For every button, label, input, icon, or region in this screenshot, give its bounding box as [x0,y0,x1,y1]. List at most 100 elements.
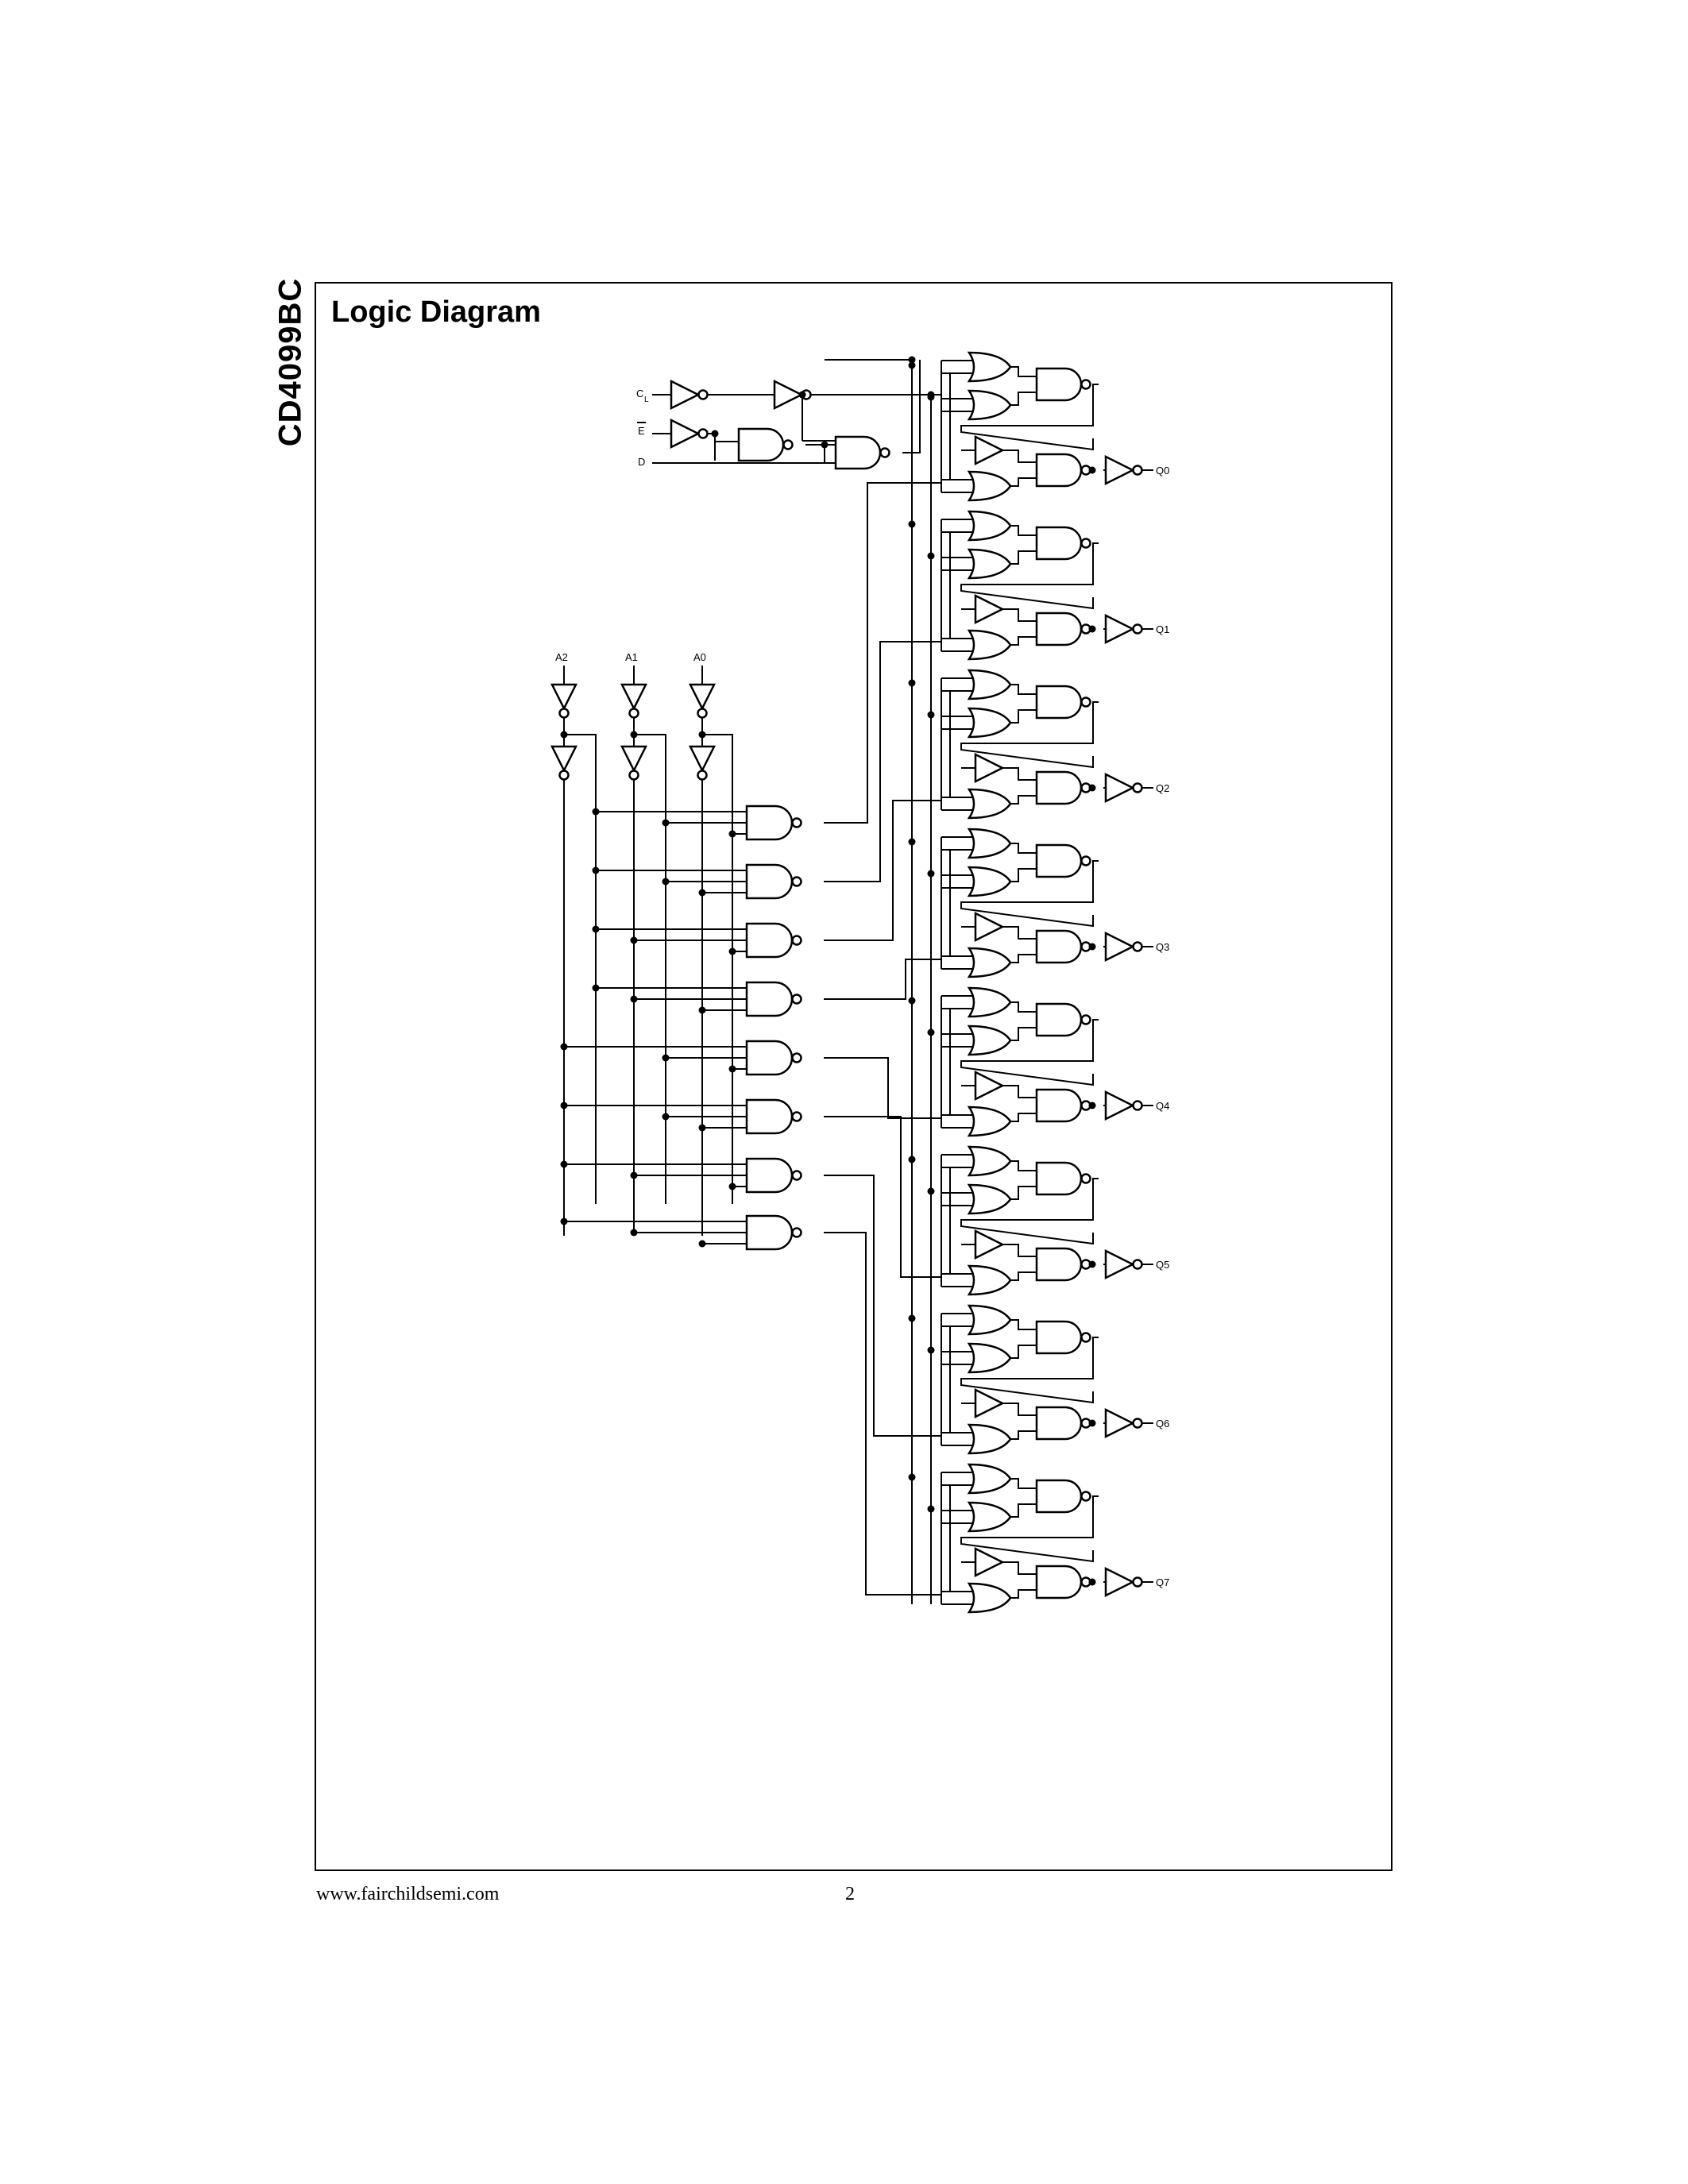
junction-dot [821,441,829,449]
select-line-0 [824,482,941,824]
latch-5-nand-top [1035,1161,1083,1196]
latch-0-nand-top [1035,367,1083,402]
inversion-bubble [628,770,639,781]
junction-dot [798,391,806,399]
wire [1010,1113,1037,1122]
output-inverter-q7 [1104,1566,1135,1598]
decoder-nand-0 [745,805,794,841]
wire [1010,1503,1037,1518]
junction-dot [630,1229,638,1237]
address-inverter-b0 [550,745,578,773]
footer-url[interactable]: www.fairchildsemi.com [316,1884,500,1904]
inversion-bubble [791,1052,802,1063]
inversion-bubble [1080,855,1091,866]
wire [1010,636,1037,646]
junction-dot [728,1183,736,1190]
address-label-0: A2 [555,651,568,663]
wire [1010,795,1037,805]
junction-dot [927,393,935,401]
latch-7-buffer [974,1546,1005,1578]
junction-dot [630,995,638,1003]
decoder-nand-6 [745,1157,794,1194]
section-title: Logic Diagram [331,295,541,329]
junction-dot [630,936,638,944]
junction-dot [698,1124,706,1132]
latch-4-or-b [967,1024,1012,1056]
wire [1002,926,1037,940]
junction-dot [908,1314,916,1322]
wire [1010,954,1037,963]
latch-4-nand-top [1035,1002,1083,1037]
latch-1-or-b [967,548,1012,580]
latch-3-or-b [967,866,1012,897]
junction-dot [560,1160,568,1168]
junction-dot [1088,466,1096,474]
junction-dot [908,361,916,369]
inversion-bubble [558,770,570,781]
output-inverter-q5 [1104,1248,1135,1280]
wire [1010,477,1037,487]
latch-4-or-c [967,1106,1012,1137]
latch-1-or-a [967,510,1012,542]
latch-1-buffer [974,593,1005,625]
latch-7-or-c [967,1582,1012,1614]
latch-2-nand-top [1035,685,1083,720]
wire [1010,392,1037,406]
cl-inverter-1 [670,379,701,411]
inversion-bubble [1080,696,1091,708]
junction-dot [908,356,916,364]
select-line-7 [824,1232,941,1596]
latch-2-or-c [967,788,1012,820]
inversion-bubble [791,1227,802,1238]
latch-5-buffer [974,1229,1005,1260]
latch-0-or-b [967,389,1012,421]
junction-dot [728,830,736,838]
junction-dot [560,1217,568,1225]
wire [960,701,1099,769]
output-inverter-q2 [1104,772,1135,804]
latch-7-nand-bottom [1035,1565,1083,1599]
decoder-nand-3 [745,981,794,1017]
wire [1002,1244,1037,1257]
latch-5-or-a [967,1145,1012,1177]
latch-6-nand-bottom [1035,1406,1083,1441]
junction-dot [592,866,600,874]
output-inverter-q3 [1104,931,1135,963]
junction-dot [927,711,935,719]
input-label-cl: C [636,388,643,399]
inversion-bubble [1132,1418,1143,1429]
wire [960,860,1099,928]
latch-5-or-c [967,1264,1012,1296]
wire [1010,1319,1037,1330]
data-nand [834,435,882,470]
latch-0-buffer [974,434,1005,466]
inversion-bubble [697,428,709,439]
junction-dot [908,1156,916,1163]
inversion-bubble [1132,623,1143,635]
wire [634,734,666,1204]
output-inverter-q6 [1104,1407,1135,1439]
address-label-2: A0 [693,651,706,663]
input-label-cl-sub: L [644,396,649,404]
select-line-5 [824,1116,941,1278]
wire [1010,709,1037,723]
inversion-bubble [1132,1259,1143,1270]
decoder-nand-1 [745,863,794,900]
wire [1010,868,1037,882]
junction-dot [662,878,670,886]
cl-inverter-2 [773,379,804,411]
wire [1010,1345,1037,1359]
output-label-q7: Q7 [1156,1576,1169,1588]
junction-dot [592,808,600,816]
latch-3-or-a [967,828,1012,859]
junction-dot [927,552,935,560]
junction-dot [908,1473,916,1481]
address-inverter-a2 [688,683,717,711]
latch-5-or-b [967,1183,1012,1215]
inversion-bubble [1080,379,1091,390]
output-inverter-q1 [1104,613,1135,645]
junction-dot [927,1028,935,1036]
wire [1010,1478,1037,1489]
inversion-bubble [791,1111,802,1122]
junction-dot [728,1065,736,1073]
